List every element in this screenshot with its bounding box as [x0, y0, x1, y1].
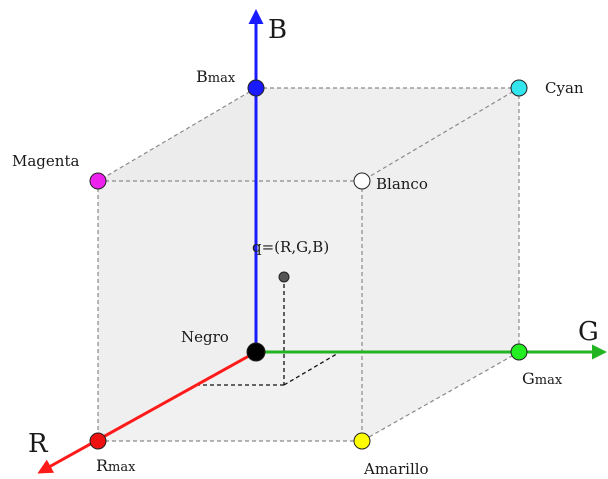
b-axis-label: B: [268, 15, 287, 45]
gmax-label-sub: max: [535, 373, 563, 388]
cube-face-front: [98, 181, 362, 441]
vertex-bmax: [247, 79, 265, 97]
gmax-label: Gmax: [522, 369, 563, 388]
magenta-label: Magenta: [12, 152, 79, 170]
edge-gmax-amarillo: [361, 351, 520, 442]
vertex-magenta: [89, 172, 107, 190]
q-r-guide: [283, 351, 341, 386]
cube-edges: [97, 87, 520, 442]
r-axis-label: R: [28, 429, 49, 459]
point-q-label: q=(R,G,B): [252, 238, 329, 256]
bmax-label-sub: max: [208, 71, 236, 86]
vertex-points: [89, 79, 528, 450]
cyan-label: Cyan: [545, 79, 584, 97]
bmax-label: Bmax: [196, 67, 236, 86]
vertex-negro: [246, 342, 266, 362]
blanco-label: Blanco: [376, 175, 428, 193]
rmax-label: Rmax: [96, 456, 136, 475]
point-q: [278, 271, 290, 283]
rmax-label-sub: max: [108, 460, 136, 475]
vertex-rmax: [89, 432, 107, 450]
negro-label: Negro: [181, 328, 229, 346]
vertex-cyan: [510, 79, 528, 97]
vertex-blanco: [353, 172, 371, 190]
gmax-label-main: G: [522, 369, 535, 388]
edge-bmax-magenta: [97, 87, 257, 182]
q-projection-guides: [198, 277, 341, 386]
amarillo-label: Amarillo: [363, 460, 429, 478]
edge-cyan-blanco: [361, 87, 520, 182]
r-axis: [37, 350, 257, 474]
vertex-gmax: [510, 343, 528, 361]
bmax-label-main: B: [196, 67, 208, 86]
g-axis-label: G: [578, 317, 599, 347]
cube-faces: [98, 88, 519, 441]
rmax-label-main: R: [96, 456, 109, 475]
vertex-amarillo: [353, 432, 371, 450]
